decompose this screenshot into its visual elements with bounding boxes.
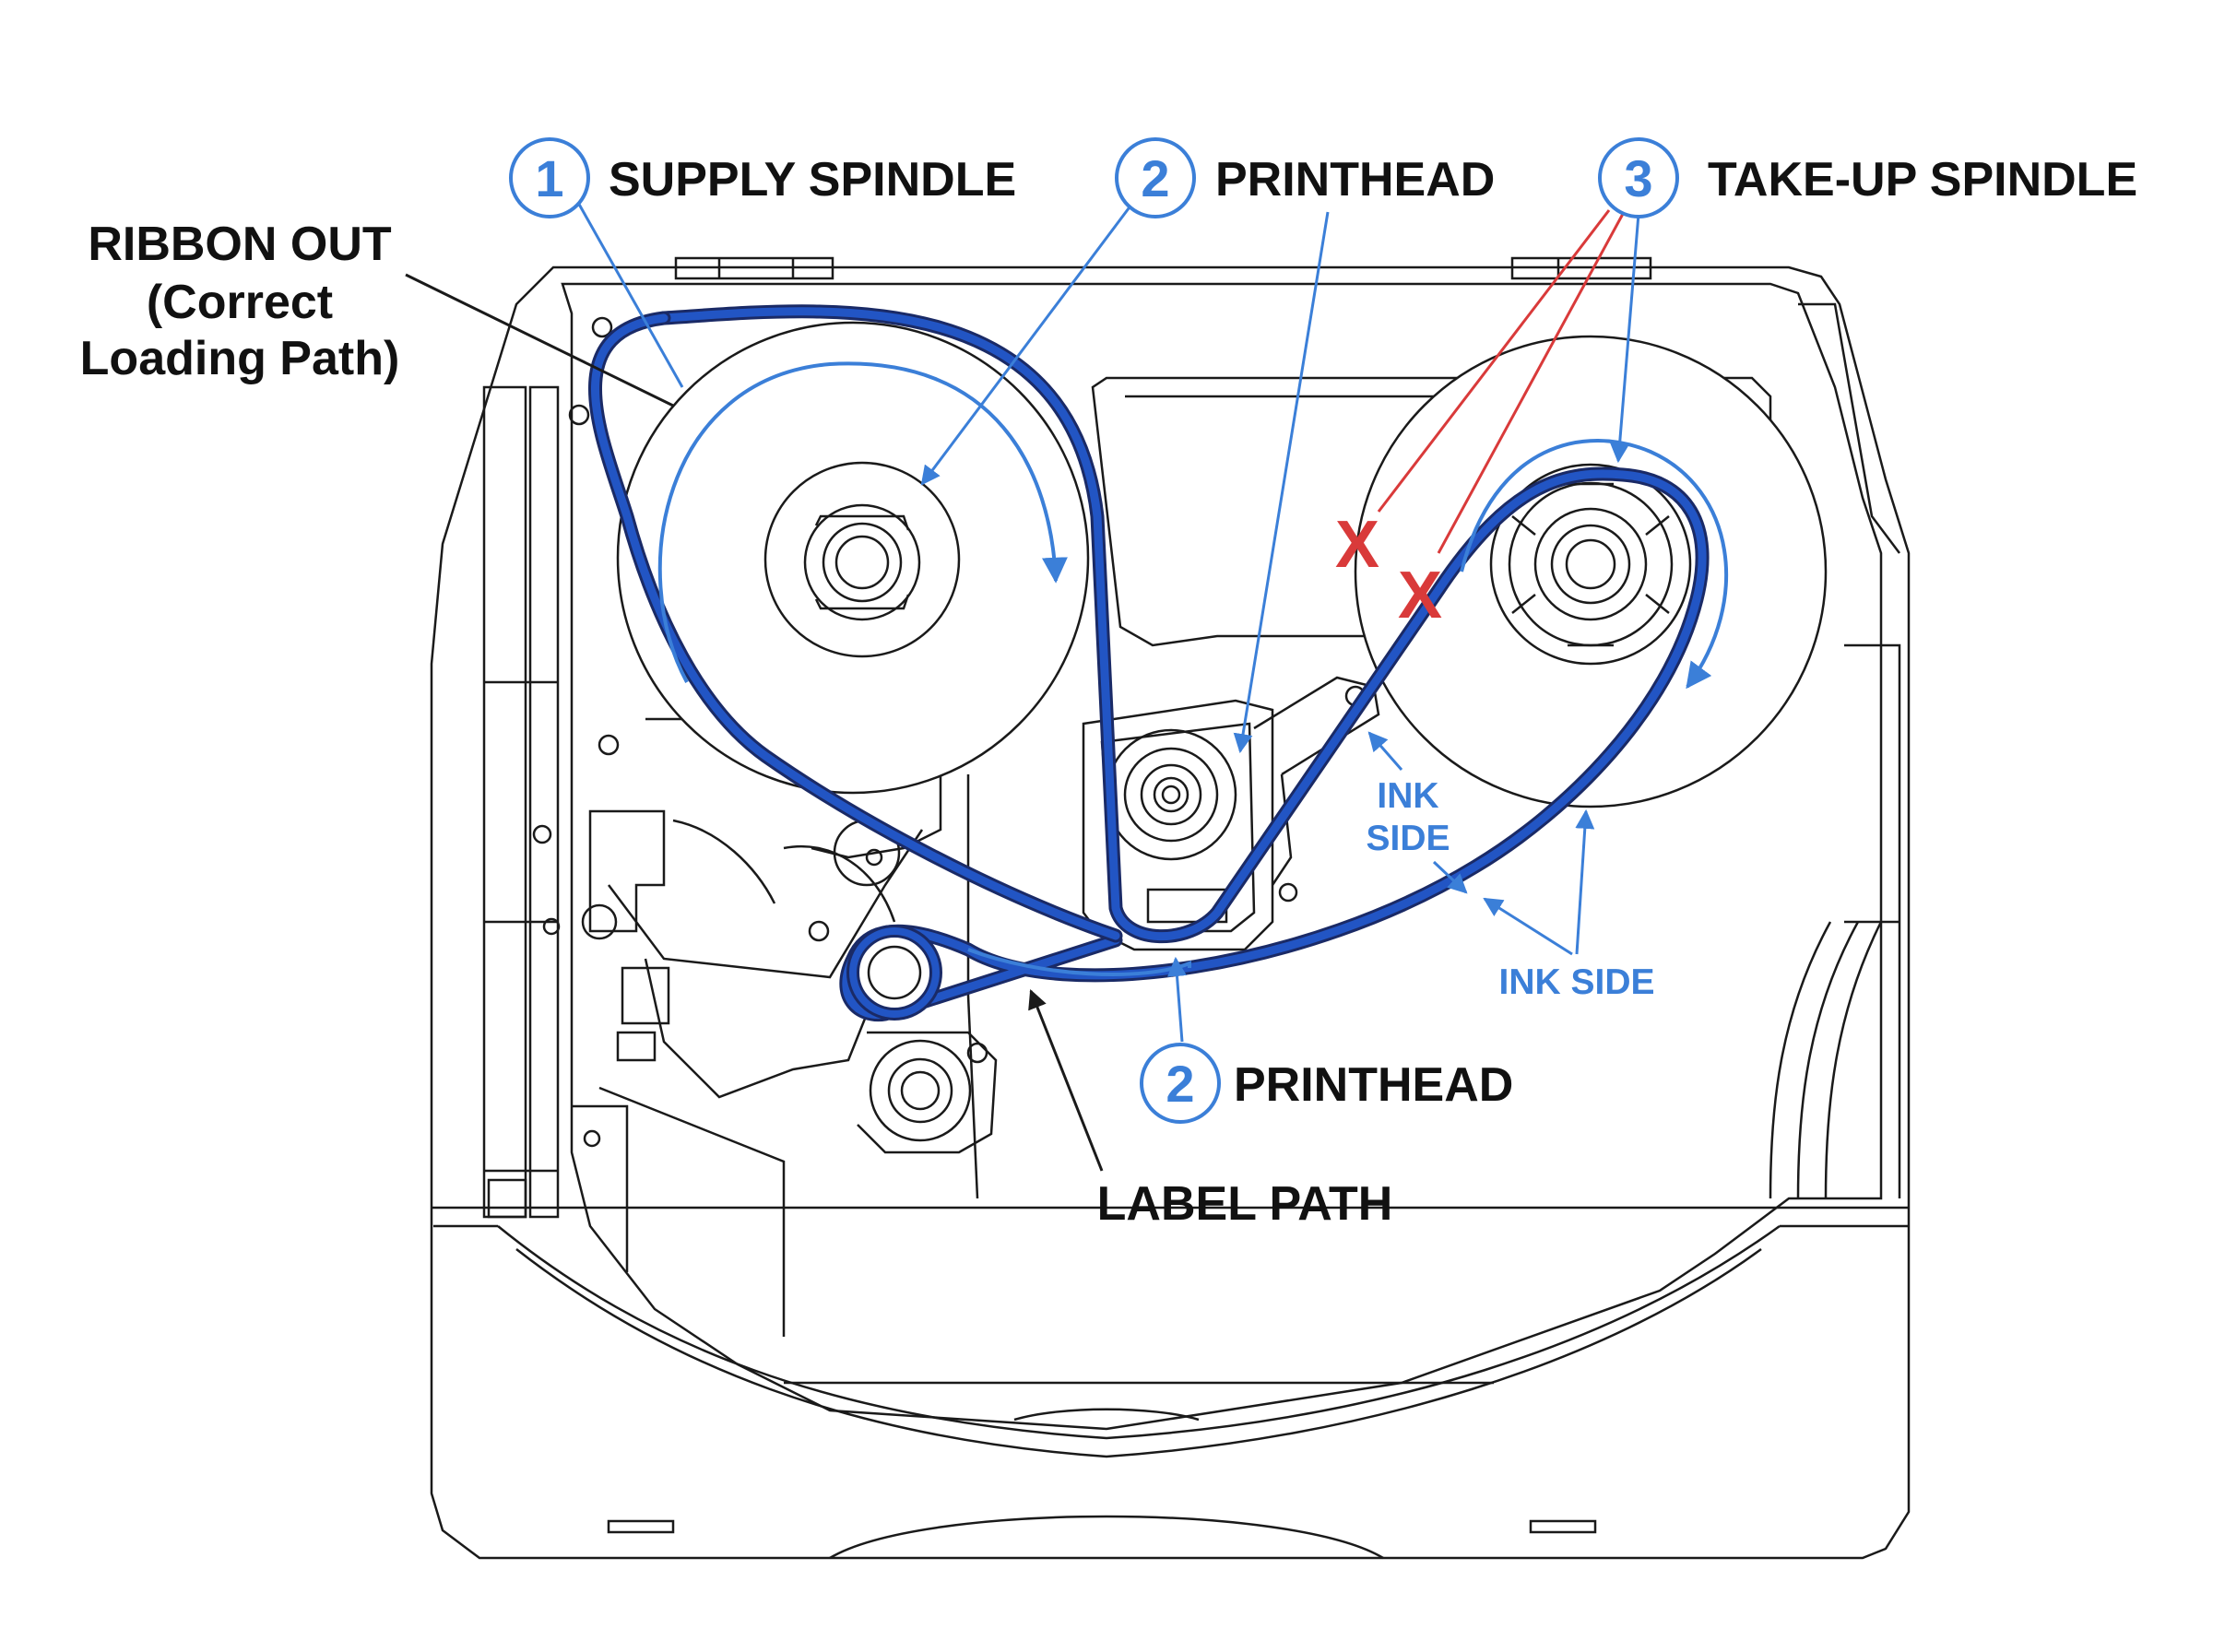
callout-number: 2 — [1141, 149, 1169, 207]
svg-text:RIBBON OUT: RIBBON OUT — [88, 218, 392, 271]
supply-spindle — [616, 321, 1090, 795]
callout-printhead-top: 2 PRINTHEAD — [1115, 137, 1495, 218]
printhead-label: PRINTHEAD — [1215, 153, 1495, 206]
takeup-spindle-label: TAKE-UP SPINDLE — [1708, 153, 2137, 206]
callout-leaders — [405, 200, 1640, 1172]
ribbon-path — [587, 304, 1729, 1022]
printer-body — [430, 256, 1911, 1560]
incorrect-path-mark: X — [1335, 508, 1379, 582]
callout-supply: 1 SUPPLY SPINDLE — [509, 137, 1016, 218]
svg-text:SIDE: SIDE — [1366, 819, 1450, 858]
svg-text:Loading Path): Loading Path) — [80, 332, 400, 385]
supply-spindle-label: SUPPLY SPINDLE — [609, 153, 1016, 206]
svg-text:(Correct: (Correct — [147, 276, 333, 329]
printhead-label: PRINTHEAD — [1234, 1058, 1513, 1112]
takeup-spindle — [1354, 335, 1828, 808]
callout-printhead-bottom: 2 PRINTHEAD — [1140, 1043, 1513, 1124]
callout-takeup: 3 TAKE-UP SPINDLE — [1598, 137, 2137, 218]
ink-side-label-2: INK SIDE — [1498, 962, 1654, 1002]
ink-side-label-1: INK SIDE — [1366, 776, 1450, 858]
svg-text:INK: INK — [1377, 776, 1438, 816]
label-path-label: LABEL PATH — [1097, 1177, 1393, 1231]
printhead-roller — [1105, 728, 1237, 861]
ribbon-out-label: RIBBON OUT (Correct Loading Path) — [80, 218, 400, 385]
incorrect-path-mark: X — [1398, 559, 1442, 632]
callout-number: 2 — [1166, 1055, 1194, 1113]
callout-number: 1 — [535, 149, 563, 207]
callout-number: 3 — [1624, 149, 1652, 207]
